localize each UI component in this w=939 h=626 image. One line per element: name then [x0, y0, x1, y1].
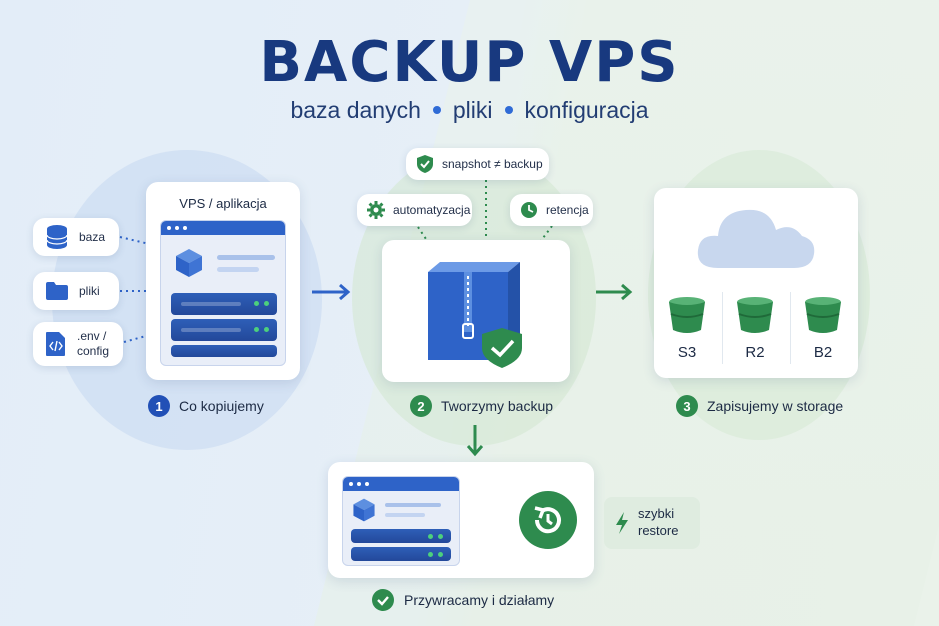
subtitle-files: pliki	[452, 97, 493, 123]
step-1-number: 1	[148, 395, 170, 417]
feature-automation-label: automatyzacja	[393, 203, 471, 217]
restore-badge: szybki restore	[604, 497, 700, 549]
bucket-divider	[722, 292, 723, 364]
final-step: Przywracamy i działamy	[371, 588, 554, 612]
server-unit	[171, 319, 277, 341]
source-files: pliki	[33, 272, 119, 310]
text-line	[217, 267, 259, 272]
app-window	[160, 220, 286, 366]
bucket-label-r2: R2	[745, 344, 765, 361]
text-line	[385, 513, 425, 517]
gear-icon	[367, 201, 385, 219]
bucket-icon	[805, 297, 841, 333]
page-title: BACKUP VPS	[259, 30, 680, 95]
source-label: pliki	[79, 284, 100, 298]
step-2-label: Tworzymy backup	[441, 398, 554, 414]
folder-icon	[46, 282, 68, 300]
restore-card	[328, 462, 594, 578]
cube-icon	[353, 498, 375, 522]
feature-retention-label: retencja	[546, 203, 589, 217]
backup-card	[382, 240, 570, 382]
feature-snapshot: snapshot ≠ backup	[406, 148, 549, 180]
shield-check-icon	[417, 155, 433, 173]
step-2: 2 Tworzymy backup	[410, 395, 553, 417]
server-unit	[171, 345, 277, 357]
source-label-line1: .env /	[77, 329, 107, 343]
bucket-icon	[737, 297, 773, 333]
database-icon	[46, 225, 68, 249]
subtitle-config: konfiguracja	[524, 97, 649, 123]
final-step-label: Przywracamy i działamy	[404, 592, 555, 608]
storage-card	[654, 188, 858, 378]
bucket-divider	[790, 292, 791, 364]
bucket-label-s3: S3	[677, 344, 697, 361]
bucket-icon	[669, 297, 705, 333]
step-2-number: 2	[410, 395, 432, 417]
restore-line2: restore	[638, 523, 679, 538]
source-label: baza	[79, 230, 106, 244]
vps-card: VPS / aplikacja	[146, 182, 300, 380]
step-1-label: Co kopiujemy	[179, 398, 264, 414]
archive-box-icon	[428, 262, 522, 368]
text-line	[217, 255, 275, 260]
code-file-icon	[46, 332, 65, 356]
source-label-line2: config	[77, 344, 110, 358]
cube-icon	[176, 249, 202, 277]
server-unit	[351, 547, 451, 561]
server-unit	[351, 529, 451, 543]
app-window-bar	[161, 221, 285, 235]
page-subtitle: baza danych pliki konfiguracja	[0, 97, 939, 124]
restored-app-window-bar	[343, 477, 459, 491]
step-1: 1 Co kopiujemy	[148, 395, 264, 417]
feature-retention: retencja	[510, 194, 593, 226]
step-3: 3 Zapisujemy w storage	[676, 395, 843, 417]
step-3-number: 3	[676, 395, 698, 417]
vps-card-title: VPS / aplikacja	[179, 196, 267, 211]
restore-badge-text: szybki restore	[638, 506, 678, 540]
restored-app-window	[342, 476, 460, 566]
bullet-dot	[504, 105, 513, 114]
restore-icon	[519, 491, 577, 549]
source-config: .env / config	[33, 322, 123, 366]
source-database: baza	[33, 218, 119, 256]
bullet-dot	[432, 105, 441, 114]
cloud-icon	[697, 209, 815, 268]
step-3-label: Zapisujemy w storage	[707, 398, 844, 414]
lightning-icon	[616, 512, 628, 534]
server-unit	[171, 293, 277, 315]
source-config-text: .env / config	[77, 329, 109, 359]
check-circle-icon	[372, 589, 394, 611]
bucket-label-b2: B2	[813, 344, 833, 361]
feature-automation: automatyzacja	[357, 194, 472, 226]
clock-icon	[521, 202, 537, 218]
feature-snapshot-label: snapshot ≠ backup	[442, 157, 543, 171]
text-line	[385, 503, 441, 507]
restore-line1: szybki	[638, 506, 675, 522]
subtitle-database: baza danych	[290, 97, 421, 123]
